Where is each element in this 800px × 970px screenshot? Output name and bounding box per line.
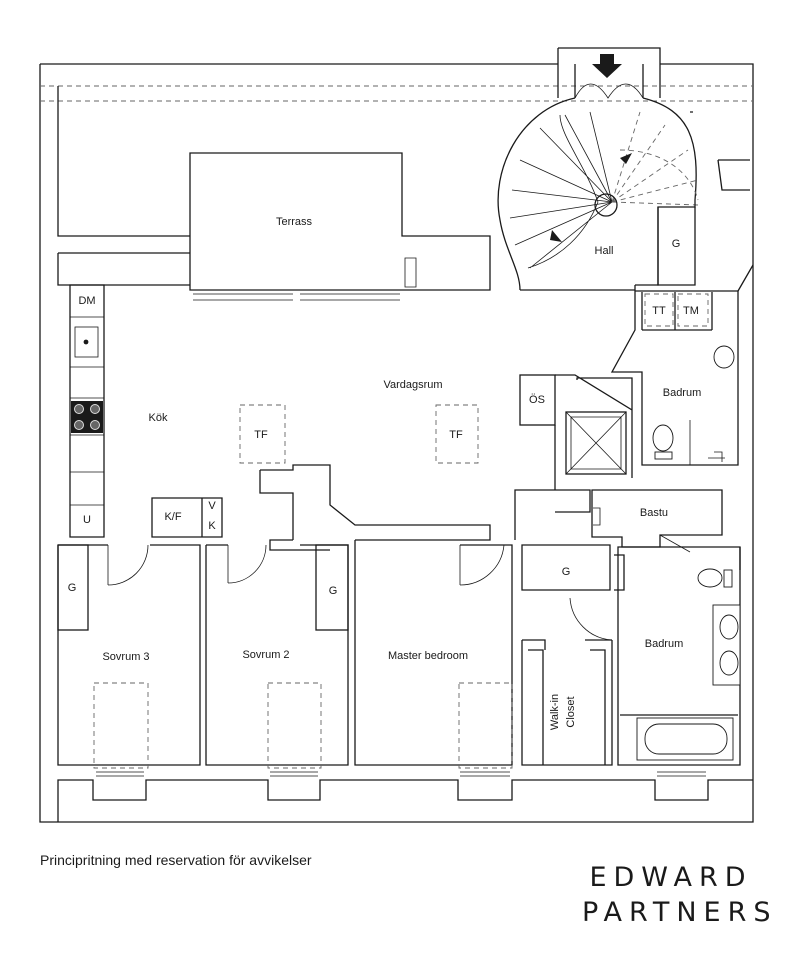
room-label-hall: Hall [595, 245, 614, 257]
sink3-icon [719, 650, 739, 676]
tf-box-left [239, 404, 286, 464]
kitchen-counter [69, 284, 105, 538]
room-label-bastu: Bastu [640, 507, 668, 519]
bedroom2-door [227, 544, 267, 584]
stove-burner-icon [90, 420, 100, 430]
kitchen-north-wall [57, 252, 190, 286]
central-column [259, 464, 491, 551]
terrace-rail [193, 293, 400, 301]
room-label-walkin-2: Closet [565, 696, 577, 727]
tt-box [644, 293, 674, 327]
room-label-sovrum-3: Sovrum 3 [102, 651, 149, 663]
sauna-bench [593, 507, 601, 526]
toilet2-icon [697, 568, 723, 588]
kf-unit [151, 497, 223, 538]
label-g-bath: G [562, 566, 571, 578]
right-edge-wall [737, 264, 754, 570]
sink-icon [74, 326, 99, 358]
os-box [519, 374, 556, 426]
toilet-icon [652, 424, 674, 452]
stair-outer-arc [497, 97, 697, 291]
tm-box [677, 293, 709, 327]
toilet2-tank-icon [723, 569, 733, 588]
label-k: K [208, 520, 216, 532]
toilet-tank-icon [654, 451, 673, 460]
room-label-g-hall: G [672, 238, 681, 250]
entrance-niche [557, 47, 661, 98]
tf-box-right [435, 404, 479, 464]
shower-screen [689, 420, 725, 465]
washbasin-icon [713, 345, 735, 369]
outer-wall [39, 63, 754, 823]
label-dm: DM [78, 295, 95, 307]
hall-lower-wall [520, 207, 696, 291]
label-os: ÖS [529, 394, 545, 406]
stair-arrow-down [550, 153, 632, 242]
north-left-wall [57, 86, 190, 237]
label-g-sovrum3: G [68, 582, 77, 594]
elevator-shaft [565, 411, 627, 475]
south-wall-band [57, 779, 753, 822]
bedroom3-door [107, 544, 149, 586]
window-sills [96, 771, 706, 777]
bathroom2-walls [617, 546, 741, 766]
disclaimer-caption: Principritning med reservation för avvik… [40, 852, 312, 868]
entrance-door-icon [574, 83, 644, 99]
sink-drain-icon [83, 339, 89, 345]
bedroom2-wardrobe [315, 544, 349, 631]
bathtub-inner-icon [644, 723, 728, 755]
label-v: V [208, 500, 216, 512]
room-label-badrum-2: Badrum [645, 638, 684, 650]
label-g-sovrum2: G [329, 585, 338, 597]
bedroom3-bed [93, 682, 149, 769]
brand-logo-line1: EDWARD [589, 862, 753, 893]
stove-burner-icon [74, 404, 84, 414]
room-label-sovrum-2: Sovrum 2 [242, 649, 289, 661]
terrace-walls [189, 152, 491, 291]
walkin-walls [521, 639, 613, 766]
master-door [459, 544, 505, 586]
room-label-walkin-1: Walk-in [549, 694, 561, 730]
label-tt: TT [652, 305, 666, 317]
stair-core [594, 193, 618, 217]
room-label-terrass: Terrass [276, 216, 313, 228]
master-bed [458, 682, 513, 769]
shaft-walls [514, 374, 633, 540]
label-tm: TM [683, 305, 699, 317]
brand-logo-line2: PARTNERS [582, 897, 778, 928]
room-label-kok: Kök [149, 412, 168, 424]
label-tf-right: TF [449, 429, 463, 441]
kitchen-counter-divisions [70, 316, 104, 506]
room-label-master-bedroom: Master bedroom [388, 650, 468, 662]
label-u: U [83, 514, 91, 526]
label-tf-left: TF [254, 429, 268, 441]
label-kf: K/F [164, 511, 181, 523]
bathroom1-walls [610, 285, 739, 466]
stair-treads [509, 111, 613, 269]
bath-g-closet [521, 544, 625, 591]
entrance-arrow-icon [592, 54, 622, 78]
room-label-vardagsrum: Vardagsrum [383, 379, 442, 391]
sauna-door [659, 534, 691, 553]
stove-burner-icon [74, 420, 84, 430]
bedroom3-wardrobe [57, 544, 89, 631]
walkin-door [569, 597, 613, 641]
roof-eave-line [40, 85, 753, 102]
floor-plan: Terrass Hall G DM TT TM Badrum Vardagsru… [39, 47, 754, 823]
stair-wall-right [635, 111, 750, 286]
elevator-shaft-cross [565, 411, 627, 475]
sink2-icon [719, 614, 739, 640]
terrace-post [404, 257, 417, 288]
stove-burner-icon [90, 404, 100, 414]
room-label-badrum-1: Badrum [663, 387, 702, 399]
bedroom2-bed [267, 682, 322, 769]
